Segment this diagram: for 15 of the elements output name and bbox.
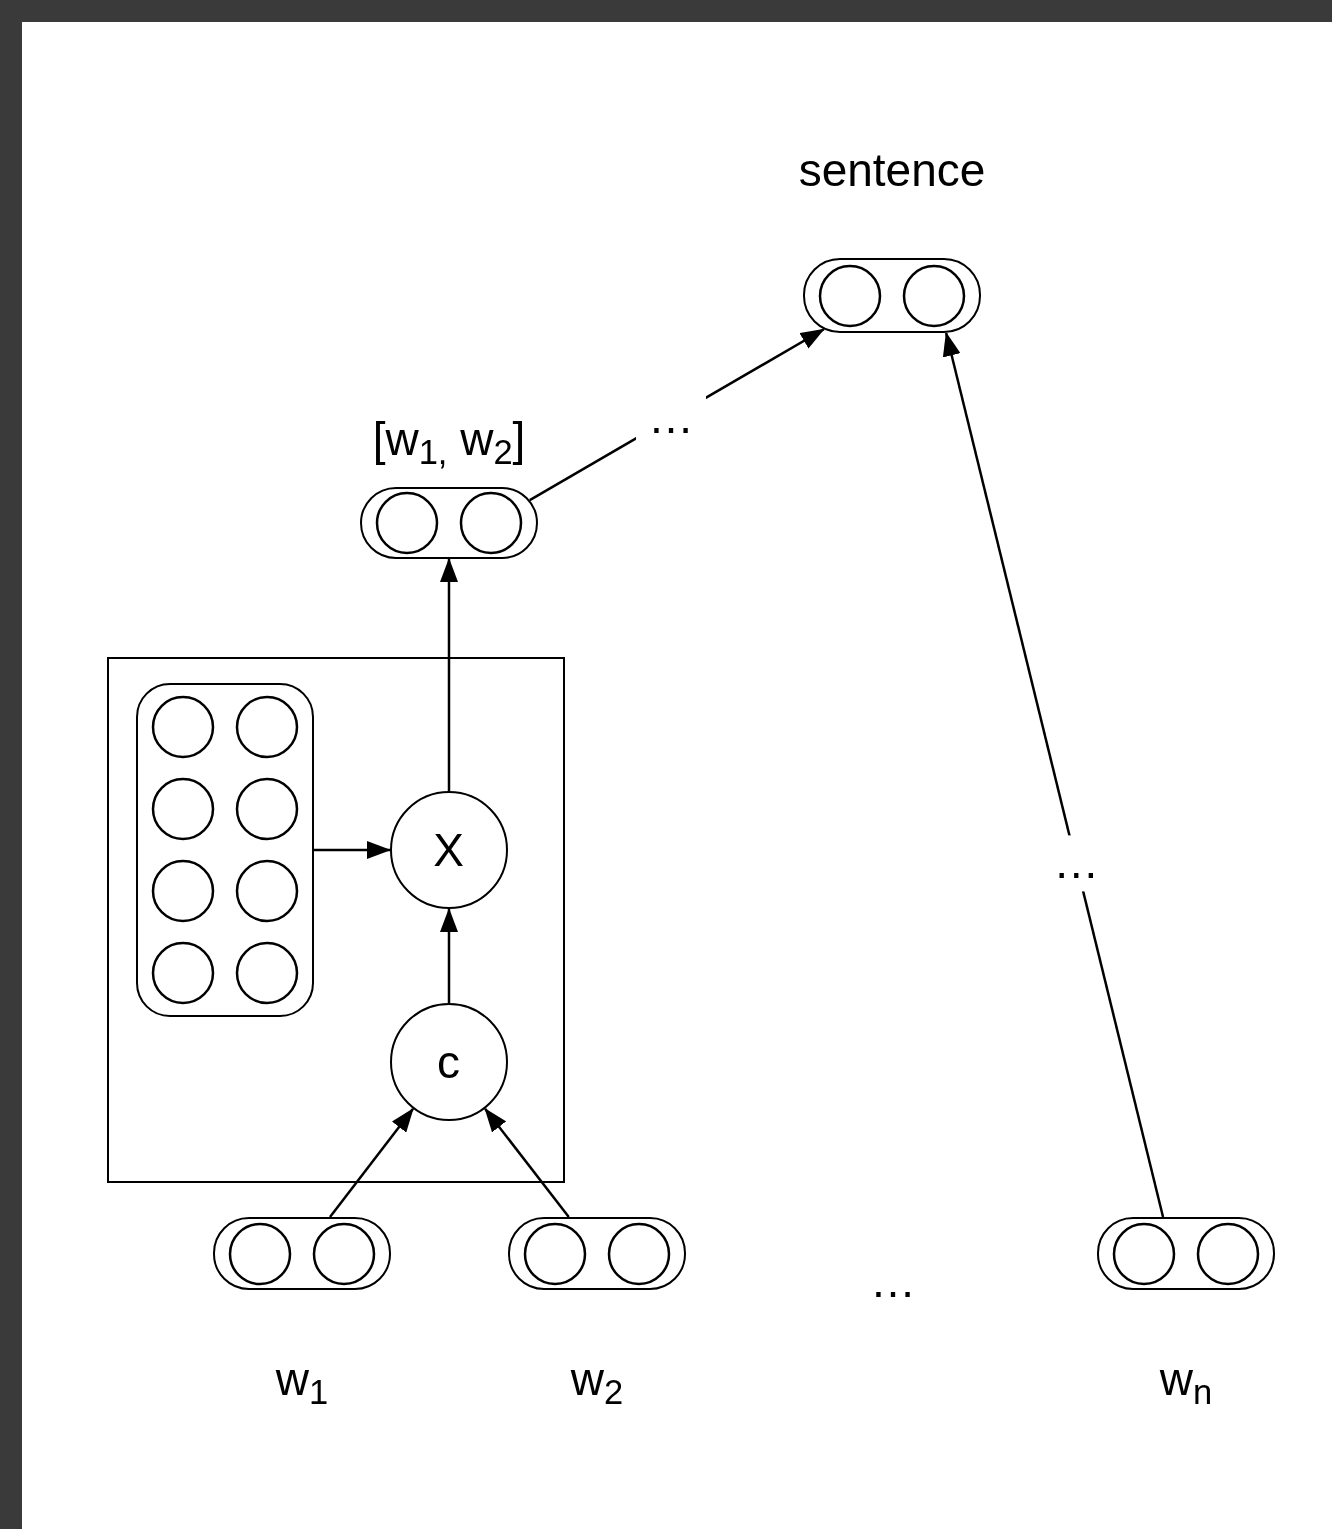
layer-box [107, 657, 565, 1183]
arrow [440, 908, 458, 1003]
arrow [329, 1108, 415, 1218]
vector-label: w$_{2}$ [570, 1354, 624, 1405]
arrow [440, 558, 458, 791]
vector-label: w$_{n}$ [1159, 1354, 1213, 1405]
weight-matrix [135, 682, 314, 1017]
vector-label: w$_{1}$ [275, 1354, 329, 1405]
vector-label: sentence [798, 145, 986, 196]
arrow [314, 841, 391, 859]
operator-label: X [433, 826, 464, 873]
operator-label: c [437, 1038, 460, 1085]
arrow [484, 1107, 570, 1218]
arrow [942, 331, 1165, 1218]
ellipsis-label: … [870, 1254, 916, 1310]
